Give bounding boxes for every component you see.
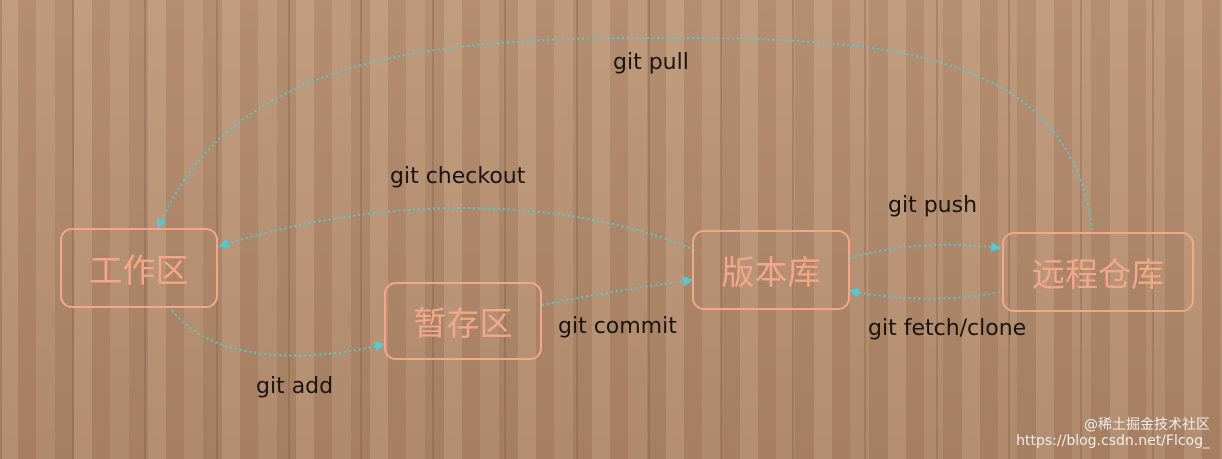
node-workspace-label: 工作区 — [89, 251, 189, 290]
edge-add-label: git add — [256, 374, 334, 399]
node-repository: 版本库 — [692, 230, 850, 310]
edge-fetch-clone-arrow — [848, 287, 1001, 300]
edge-push-arrow — [849, 241, 1002, 259]
edge-fetch-clone-label: git fetch/clone — [868, 316, 1027, 341]
node-repository-label: 版本库 — [721, 253, 821, 292]
node-staging: 暂存区 — [384, 282, 542, 360]
edge-add-arrow — [171, 309, 386, 357]
node-remote: 远程仓库 — [1002, 232, 1194, 312]
watermark: @稀土掘金技术社区 https://blog.csdn.net/Flcog_ — [1016, 417, 1210, 449]
edge-commit-arrow — [541, 276, 694, 306]
node-workspace: 工作区 — [60, 228, 218, 308]
edge-checkout-label: git checkout — [390, 164, 526, 189]
edge-commit-label: git commit — [558, 314, 677, 339]
node-staging-label: 暂存区 — [413, 304, 513, 343]
node-remote-label: 远程仓库 — [1032, 255, 1164, 294]
watermark-line2: https://blog.csdn.net/Flcog_ — [1016, 433, 1210, 449]
edge-checkout-arrow — [218, 207, 691, 249]
watermark-line1: @稀土掘金技术社区 — [1084, 417, 1210, 433]
edge-pull-label: git pull — [613, 50, 689, 75]
edge-push-label: git push — [888, 193, 978, 218]
